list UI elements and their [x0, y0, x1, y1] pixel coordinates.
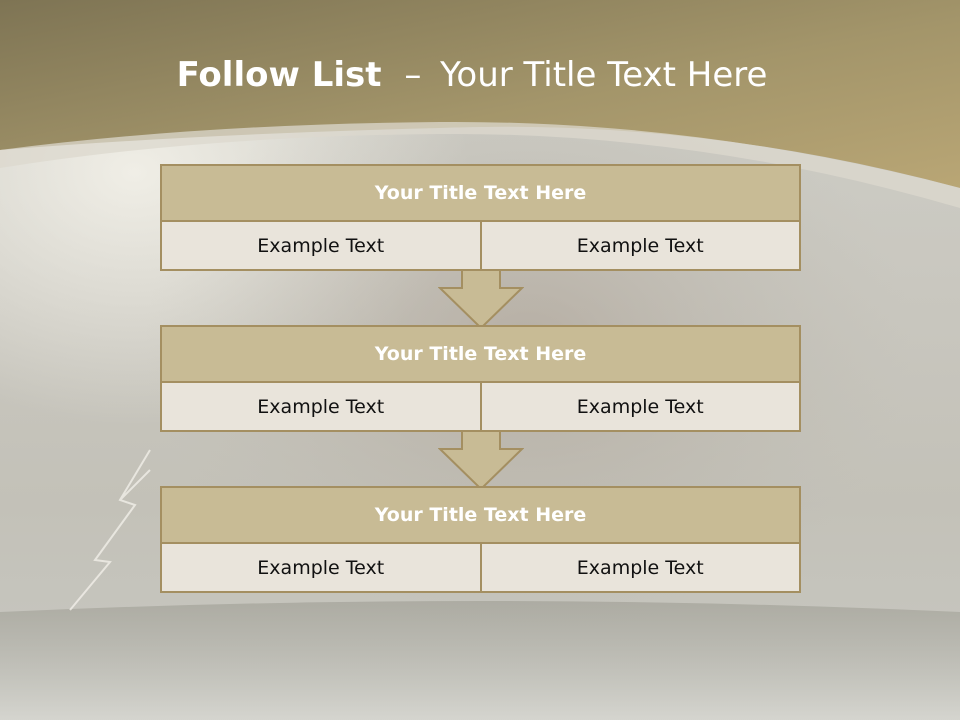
block-body: Example Text Example Text [160, 222, 801, 271]
block-right-cell: Example Text [479, 383, 801, 432]
block-title: Your Title Text Here [160, 325, 801, 383]
title-separator: – [404, 55, 422, 95]
block-body: Example Text Example Text [160, 383, 801, 432]
block-right-cell: Example Text [479, 222, 801, 271]
down-arrow-icon [438, 430, 524, 491]
block-right-cell: Example Text [479, 544, 801, 593]
block-title: Your Title Text Here [160, 486, 801, 544]
title-banner [0, 0, 960, 188]
block-left-cell: Example Text [160, 222, 482, 271]
list-block-1: Your Title Text Here Example Text Exampl… [160, 164, 801, 271]
title-rest: Your Title Text Here [440, 55, 768, 95]
banner-arc [0, 121, 960, 208]
list-block-3: Your Title Text Here Example Text Exampl… [160, 486, 801, 593]
water-surface [0, 601, 960, 720]
block-left-cell: Example Text [160, 544, 482, 593]
block-body: Example Text Example Text [160, 544, 801, 593]
lightning [69, 449, 151, 611]
down-arrow-icon [438, 269, 524, 330]
list-block-2: Your Title Text Here Example Text Exampl… [160, 325, 801, 432]
slide-title: Follow List – Your Title Text Here [0, 52, 944, 98]
block-title: Your Title Text Here [160, 164, 801, 222]
title-bold: Follow List [176, 55, 382, 95]
block-left-cell: Example Text [160, 383, 482, 432]
